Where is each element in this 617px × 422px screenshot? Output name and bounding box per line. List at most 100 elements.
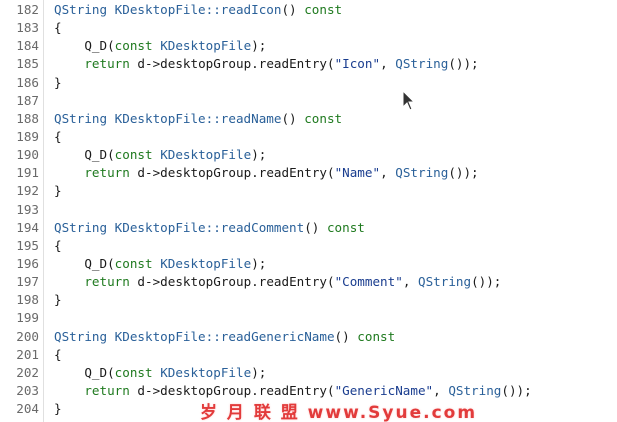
- code-token: const: [114, 38, 153, 54]
- code-token: }: [54, 183, 62, 199]
- code-area[interactable]: QString KDesktopFile::readIcon() const{ …: [44, 0, 617, 422]
- code-token: QString: [417, 274, 472, 290]
- code-token: d->desktopGroup.readEntry(: [129, 56, 335, 72]
- watermark: 岁 月 联 盟 www.Syue.com: [200, 403, 478, 422]
- code-line[interactable]: }: [54, 74, 617, 92]
- mouse-pointer-icon: [402, 90, 416, 111]
- line-number: 197: [16, 274, 39, 290]
- code-line[interactable]: QString KDesktopFile::readComment() cons…: [54, 219, 617, 237]
- code-token: "GenericName": [334, 382, 434, 398]
- code-line[interactable]: {: [54, 346, 617, 364]
- line-number: 193: [16, 201, 39, 217]
- code-line[interactable]: {: [54, 128, 617, 146]
- code-token: ());: [501, 382, 532, 398]
- code-token: (): [334, 328, 358, 344]
- code-token: }: [54, 401, 62, 417]
- code-line[interactable]: [54, 309, 617, 327]
- code-line[interactable]: Q_D(const KDesktopFile);: [54, 364, 617, 382]
- code-token: KDesktopFile: [160, 147, 252, 163]
- code-token: (): [281, 110, 305, 126]
- code-token: Q_D(: [54, 38, 115, 54]
- code-token: QString: [448, 382, 502, 398]
- code-token: KDesktopFile: [160, 38, 252, 54]
- code-token: return: [84, 274, 130, 290]
- code-line[interactable]: [54, 92, 617, 110]
- code-token: );: [251, 364, 267, 380]
- line-number: 187: [16, 92, 39, 108]
- line-number: 182: [16, 2, 39, 17]
- code-token: {: [54, 346, 62, 362]
- line-number: 188: [16, 110, 39, 126]
- code-token: (): [304, 219, 327, 235]
- code-token: d->desktopGroup.readEntry(: [129, 382, 335, 398]
- code-token: {: [54, 237, 62, 253]
- code-token: );: [251, 147, 267, 163]
- code-token: const: [304, 110, 343, 126]
- code-token: QString: [395, 165, 449, 181]
- code-token: const: [114, 255, 153, 271]
- code-line[interactable]: Q_D(const KDesktopFile);: [54, 146, 617, 164]
- line-number: 195: [16, 237, 39, 253]
- code-line[interactable]: QString KDesktopFile::readName() const: [54, 110, 617, 128]
- code-line[interactable]: {: [54, 237, 617, 255]
- line-number: 194: [16, 219, 39, 235]
- code-token: Q_D(: [54, 364, 115, 380]
- code-token: d->desktopGroup.readEntry(: [129, 274, 335, 290]
- code-line[interactable]: return d->desktopGroup.readEntry("Commen…: [54, 273, 617, 291]
- code-token: const: [357, 328, 396, 344]
- line-number: 189: [16, 128, 39, 144]
- code-token: {: [54, 20, 62, 36]
- code-token: ,: [380, 165, 396, 181]
- code-token: ());: [448, 56, 479, 72]
- line-number: 196: [16, 255, 39, 271]
- code-token: );: [251, 38, 267, 54]
- code-token: ,: [433, 382, 449, 398]
- code-line[interactable]: {: [54, 19, 617, 37]
- code-token: ());: [448, 165, 479, 181]
- code-line[interactable]: Q_D(const KDesktopFile);: [54, 37, 617, 55]
- code-token: [54, 165, 84, 180]
- line-number: 199: [16, 310, 39, 326]
- line-number: 202: [16, 364, 39, 380]
- code-line[interactable]: [54, 201, 617, 219]
- code-token: const: [114, 147, 153, 163]
- code-token: [54, 383, 84, 398]
- line-number: 203: [16, 382, 39, 398]
- line-number: 198: [16, 292, 39, 308]
- code-token: {: [54, 128, 62, 144]
- code-token: ,: [402, 274, 418, 290]
- code-token: Q_D(: [54, 147, 115, 163]
- code-line[interactable]: return d->desktopGroup.readEntry("Generi…: [54, 382, 617, 400]
- line-number: 204: [16, 401, 39, 417]
- code-line[interactable]: Q_D(const KDesktopFile);: [54, 255, 617, 273]
- code-token: }: [54, 292, 62, 308]
- code-line[interactable]: QString KDesktopFile::readGenericName() …: [54, 328, 617, 346]
- code-line[interactable]: QString KDesktopFile::readIcon() const: [54, 1, 617, 19]
- code-token: ());: [471, 274, 502, 290]
- code-token: "Name": [334, 165, 381, 181]
- code-line[interactable]: }: [54, 400, 617, 418]
- code-token: QString KDesktopFile::readIcon: [54, 2, 282, 17]
- line-number: 192: [16, 183, 39, 199]
- code-token: return: [84, 56, 130, 72]
- code-token: QString KDesktopFile::readComment: [54, 219, 305, 235]
- code-token: "Icon": [334, 56, 381, 72]
- code-token: KDesktopFile: [160, 364, 252, 380]
- code-token: }: [54, 74, 62, 90]
- line-number: 183: [16, 20, 39, 36]
- code-token: QString: [395, 56, 449, 72]
- code-line[interactable]: return d->desktopGroup.readEntry("Icon",…: [54, 55, 617, 73]
- code-token: QString KDesktopFile::readName: [54, 110, 282, 126]
- line-number: 186: [16, 74, 39, 90]
- code-token: [54, 274, 84, 289]
- code-line[interactable]: }: [54, 291, 617, 309]
- code-line[interactable]: return d->desktopGroup.readEntry("Name",…: [54, 164, 617, 182]
- line-number: 190: [16, 147, 39, 163]
- code-token: Q_D(: [54, 255, 115, 271]
- line-number: 184: [16, 38, 39, 54]
- code-token: QString KDesktopFile::readGenericName: [54, 328, 335, 344]
- code-token: );: [251, 255, 267, 271]
- code-line[interactable]: }: [54, 182, 617, 200]
